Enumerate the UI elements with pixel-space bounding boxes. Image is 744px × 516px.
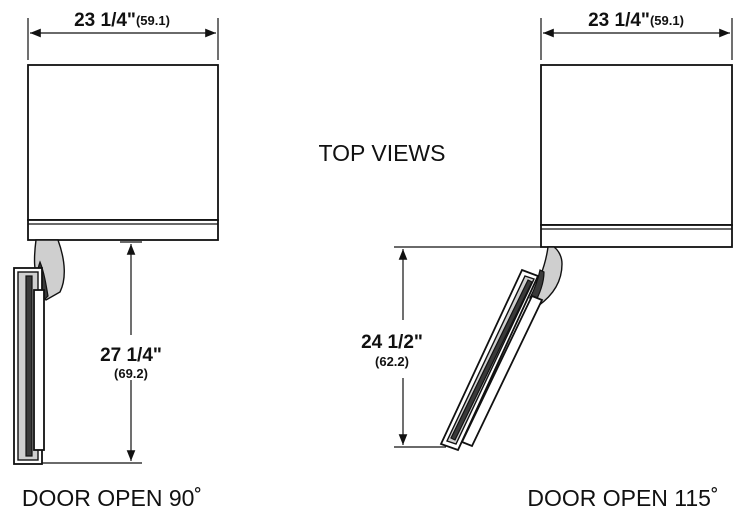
left-door-front	[27, 219, 219, 241]
right-door-front	[540, 224, 733, 248]
right-open-door-inner	[460, 294, 544, 448]
right-caption: DOOR OPEN 115˚	[527, 485, 718, 511]
right-open-door-edge	[450, 279, 533, 441]
right-depth-label: 24 1/2"	[361, 332, 423, 353]
left-width-label: 23 1/4"(59.1)	[74, 10, 170, 31]
diagram-title: TOP VIEWS	[319, 140, 446, 166]
right-depth-metric: (62.2)	[375, 354, 409, 369]
right-width-label: 23 1/4"(59.1)	[588, 10, 684, 31]
right-top-view: 23 1/4"(59.1) 24 1/2" (62.2) DOOR OPEN 1…	[361, 10, 733, 511]
left-top-view: 23 1/4"(59.1) 27 1/4" (69.2) DOOR OPEN 9…	[13, 10, 219, 511]
left-caption: DOOR OPEN 90˚	[22, 485, 202, 511]
left-open-door-edge	[25, 275, 33, 457]
left-depth-label: 27 1/4"	[100, 345, 162, 366]
left-open-door-inner	[33, 289, 45, 451]
left-depth-metric: (69.2)	[114, 366, 148, 381]
right-cabinet-body	[540, 64, 733, 226]
left-cabinet-body	[27, 64, 219, 221]
